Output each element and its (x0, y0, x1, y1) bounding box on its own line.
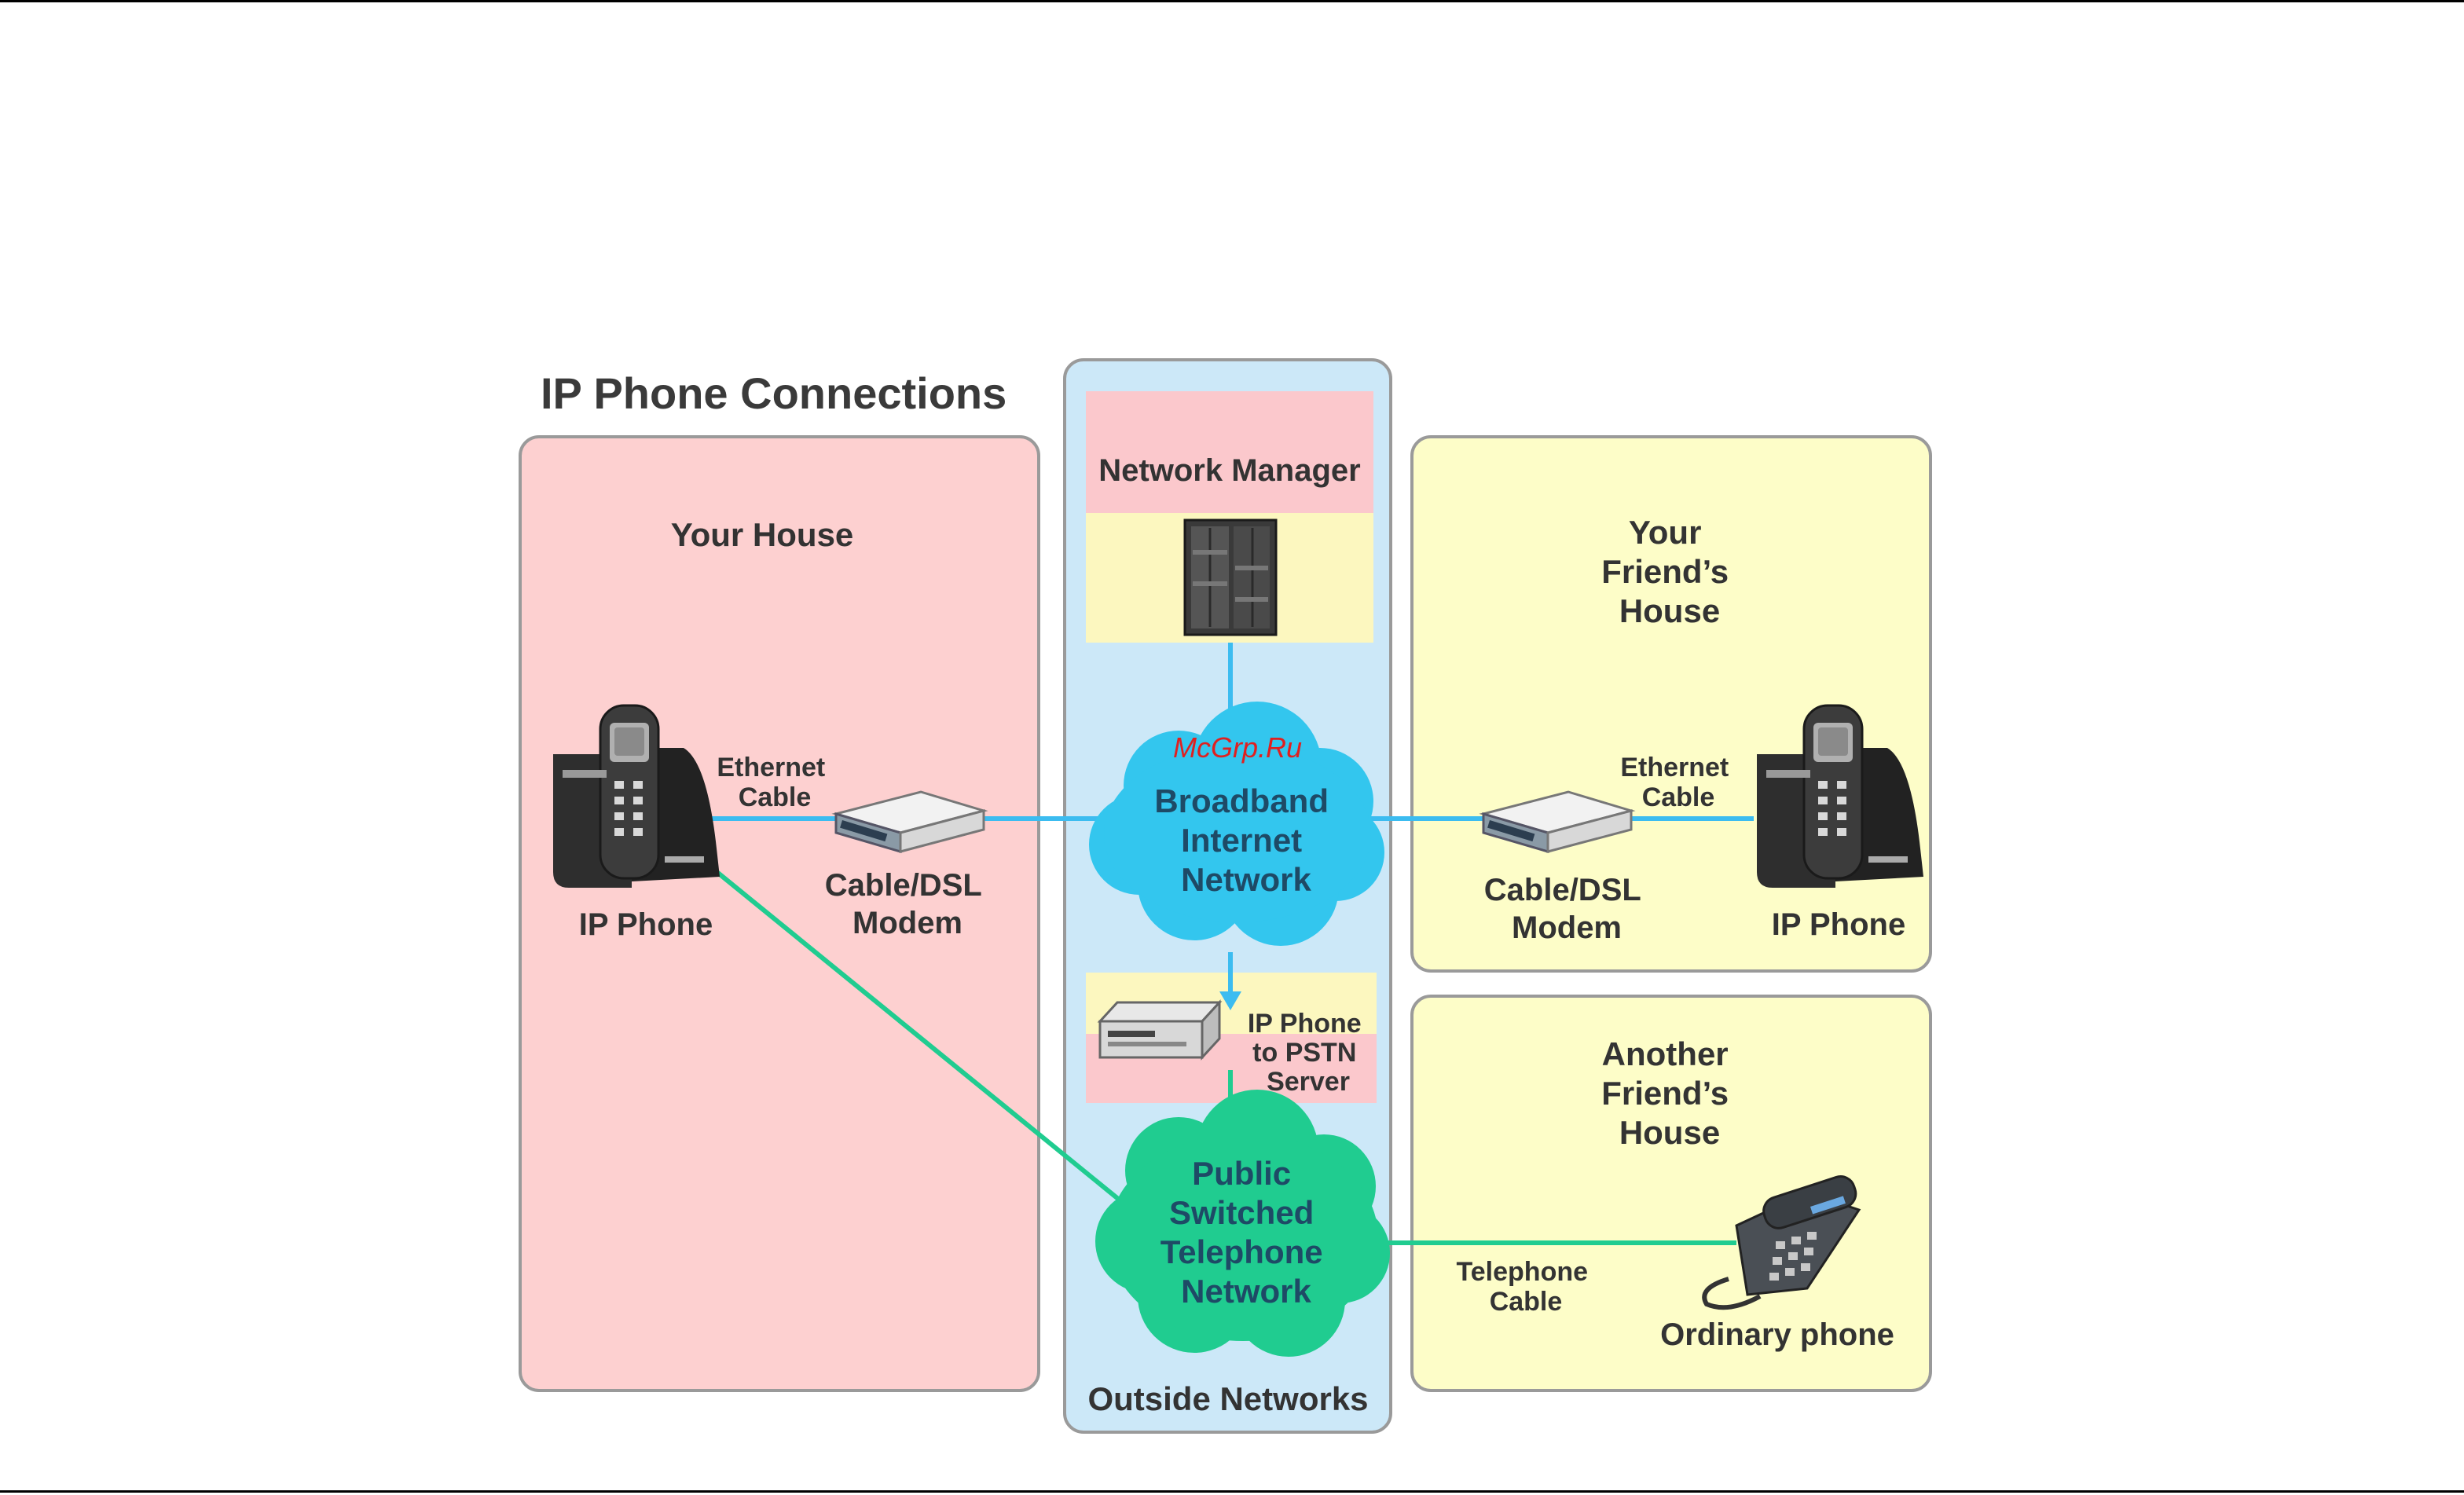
modem-left-label: Cable/DSL Modem (825, 868, 990, 940)
pstn-cloud: Public Switched Telephone Network (1095, 1090, 1390, 1357)
ip-phone-left-label: IP Phone (579, 907, 713, 942)
ip-phone-left-icon (553, 704, 720, 888)
network-manager-label: Network Manager (1098, 453, 1360, 488)
pstn-server-label: IP Phone to PSTN Server (1248, 1009, 1369, 1097)
server-rack-icon (1183, 518, 1278, 636)
watermark-text: McGrp.Ru (1173, 731, 1302, 764)
bottom-rule (0, 1490, 2464, 1493)
region-your-house (519, 435, 1040, 1392)
pstn-label: Public Switched Telephone Network (1160, 1155, 1333, 1310)
region-outside-networks-label: Outside Networks (1087, 1380, 1368, 1417)
modem-left-icon (831, 790, 988, 854)
ordinary-phone-label: Ordinary phone (1660, 1317, 1894, 1352)
broadband-internet-cloud: Broadband Internet Network (1089, 702, 1384, 946)
diagram-title: IP Phone Connections (541, 368, 1006, 418)
ordinary-phone-icon (1702, 1175, 1861, 1310)
region-another-friends-house-label: Another Friend’s House (1601, 1035, 1737, 1151)
modem-right-icon (1479, 790, 1636, 854)
ip-phone-right-label: IP Phone (1772, 907, 1905, 942)
region-your-house-label: Your House (671, 516, 854, 553)
region-friends-house-label: Your Friend’s House (1601, 514, 1737, 629)
ethernet-right-label: Ethernet Cable (1620, 753, 1736, 812)
telephone-link-ip-phone-to-pstn (713, 868, 1124, 1204)
broadband-internet-label: Broadband Internet Network (1154, 782, 1337, 898)
ethernet-left-label: Ethernet Cable (717, 753, 832, 812)
top-rule (0, 0, 2464, 2)
telephone-cable-label: Telephone Cable (1457, 1257, 1596, 1317)
modem-right-label: Cable/DSL Modem (1484, 873, 1649, 945)
ip-phone-right-icon (1757, 704, 1923, 888)
pstn-server-icon (1097, 999, 1223, 1061)
region-another-friends-house (1410, 995, 1932, 1392)
link-internet-to-pstn-server (1219, 952, 1241, 1010)
